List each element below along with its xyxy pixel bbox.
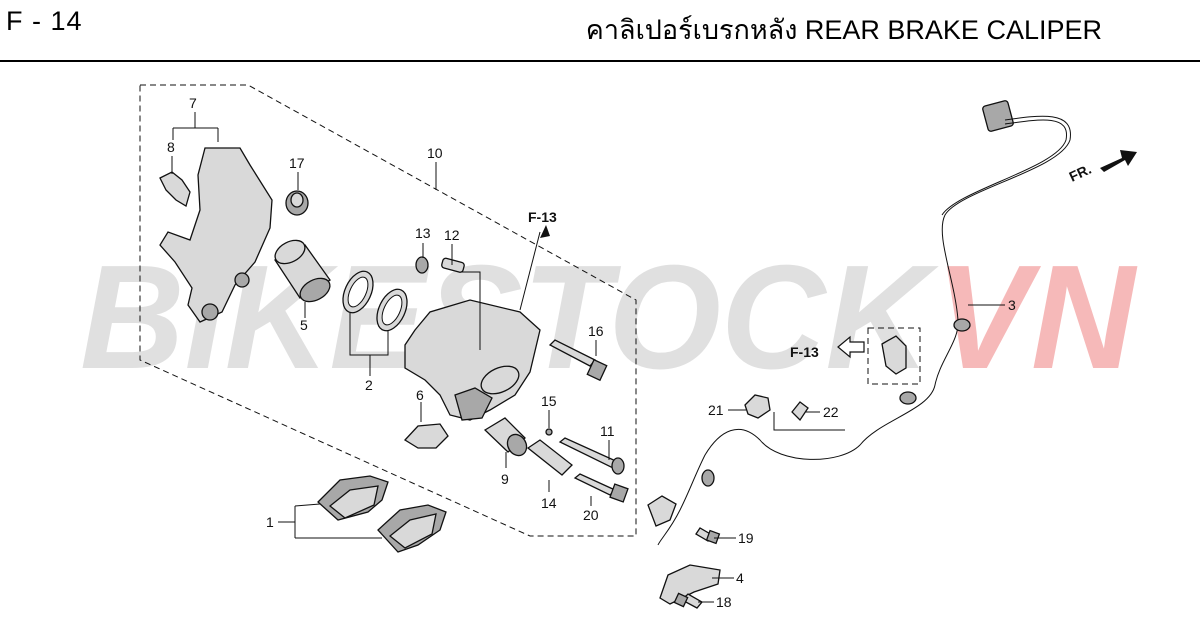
callout-17: 17 bbox=[289, 155, 305, 171]
callout-3: 3 bbox=[1008, 297, 1016, 313]
callout-15: 15 bbox=[541, 393, 557, 409]
callout-1: 1 bbox=[266, 514, 274, 530]
callout-9: 9 bbox=[501, 471, 509, 487]
callout-8: 8 bbox=[167, 139, 175, 155]
callout-20: 20 bbox=[583, 507, 599, 523]
callout-12: 12 bbox=[444, 227, 460, 243]
pad-spring bbox=[403, 423, 449, 449]
bleeder-screw bbox=[441, 257, 465, 273]
assembly-outline bbox=[139, 84, 637, 537]
callout-19: 19 bbox=[738, 530, 754, 546]
piston-seals bbox=[342, 270, 408, 332]
front-arrow-label: FR. bbox=[1067, 161, 1094, 185]
caliper-bracket bbox=[159, 147, 273, 323]
page-code: F - 14 bbox=[6, 6, 83, 36]
front-direction-arrow: FR. bbox=[1067, 150, 1137, 185]
clamp-22 bbox=[791, 401, 809, 422]
clamp-21 bbox=[744, 394, 771, 419]
callout-22: 22 bbox=[823, 404, 839, 420]
sensor-ref-arrow bbox=[837, 335, 865, 359]
piston bbox=[274, 239, 331, 303]
callout-6: 6 bbox=[416, 387, 424, 403]
wheel-speed-sensor-cable bbox=[657, 100, 1071, 546]
sensor-ref: F-13 bbox=[790, 335, 865, 360]
leader-lines bbox=[171, 112, 1005, 603]
callout-numbers: 7 8 17 10 13 12 5 2 16 6 15 11 9 14 20 1… bbox=[167, 95, 1016, 610]
small-seal bbox=[545, 428, 553, 436]
callout-18: 18 bbox=[716, 594, 732, 610]
sensor-with-bolt bbox=[647, 495, 721, 545]
bolt-18 bbox=[673, 592, 703, 609]
pin-boot bbox=[483, 417, 528, 457]
callout-2: 2 bbox=[365, 377, 373, 393]
header-divider bbox=[0, 60, 1200, 62]
callout-5: 5 bbox=[300, 317, 308, 333]
watermark-accent: VN bbox=[935, 235, 1138, 400]
callout-11: 11 bbox=[600, 423, 615, 439]
bleeder-cap bbox=[415, 256, 429, 274]
callout-7: 7 bbox=[189, 95, 197, 111]
caliper-ref-label: F-13 bbox=[528, 209, 557, 225]
sensor-bracket-outline bbox=[867, 327, 921, 385]
brake-pads bbox=[317, 475, 447, 553]
sleeve bbox=[526, 439, 573, 476]
callout-4: 4 bbox=[736, 570, 744, 586]
callout-14: 14 bbox=[541, 495, 557, 511]
bolt-20 bbox=[573, 473, 629, 503]
callout-13: 13 bbox=[415, 225, 431, 241]
pin-bolt-16 bbox=[548, 339, 608, 382]
page-title: คาลิเปอร์เบรกหลัง REAR BRAKE CALIPER bbox=[585, 15, 1102, 45]
f13-bracket bbox=[881, 335, 907, 375]
sensor-ref-label: F-13 bbox=[790, 344, 819, 360]
boot bbox=[285, 190, 309, 216]
pin-11 bbox=[558, 437, 625, 475]
callout-10: 10 bbox=[427, 145, 443, 161]
caliper-body bbox=[404, 299, 541, 421]
callout-21: 21 bbox=[708, 402, 724, 418]
callout-16: 16 bbox=[588, 323, 604, 339]
